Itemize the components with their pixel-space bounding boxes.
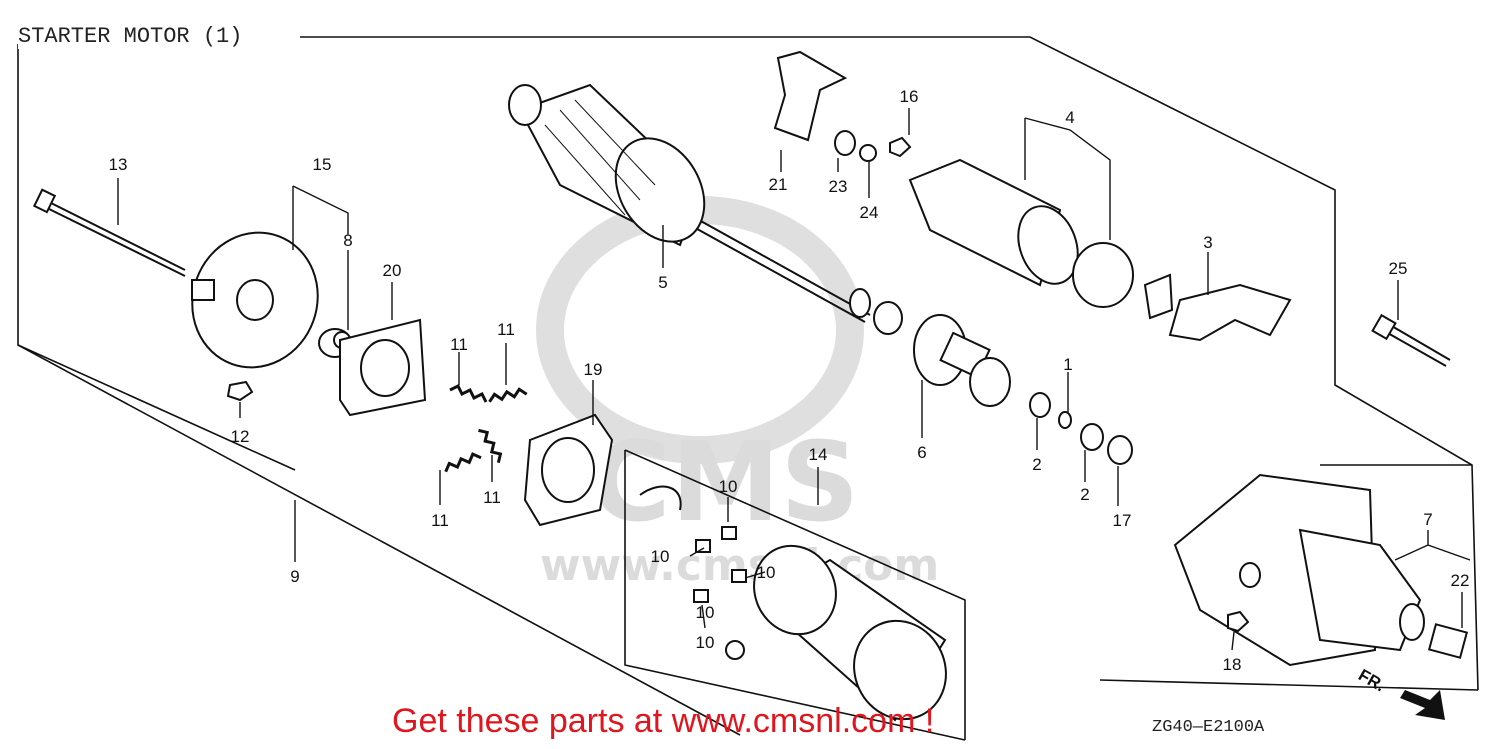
fr-direction-arrow: FR. (1355, 665, 1445, 720)
callout-22: 22 (1451, 571, 1470, 590)
callout-7: 7 (1423, 510, 1432, 529)
callout-2a: 2 (1032, 455, 1041, 474)
part-3-lever (1143, 273, 1292, 342)
promo-link[interactable]: Get these parts at www.cmsnl.com ! (392, 702, 935, 740)
leader-lines (117, 108, 1471, 651)
direction-label: FR. (1355, 665, 1388, 695)
callout-21: 21 (769, 175, 788, 194)
part-12-nut (226, 380, 254, 402)
part-15-rear-cover (191, 231, 319, 369)
page-title: STARTER MOTOR (1) (18, 24, 247, 49)
part-11-springs (444, 383, 528, 473)
part-7-front-housing (1173, 473, 1425, 667)
callout-23: 23 (829, 177, 848, 196)
callout-24: 24 (860, 203, 879, 222)
part-19-brush-holder (523, 413, 614, 527)
callout-8: 8 (343, 231, 352, 250)
callout-1: 1 (1063, 355, 1072, 374)
part-13-bolt (32, 188, 186, 277)
part-6-pinion (873, 301, 1011, 407)
watermark-url: www.cmsnl.com (540, 540, 939, 591)
part-4-solenoid (908, 158, 1134, 308)
parts-23-24-16 (834, 130, 912, 162)
callout-10c: 10 (757, 563, 776, 582)
callout-11b: 11 (497, 320, 515, 339)
callout-3: 3 (1203, 233, 1212, 252)
part-14-yoke (753, 544, 947, 722)
callout-10a: 10 (719, 477, 738, 496)
callout-13: 13 (109, 155, 128, 174)
callout-18: 18 (1223, 655, 1242, 674)
parts-1-2-17 (1029, 392, 1133, 465)
callout-11a: 11 (450, 335, 468, 354)
frame-lines (17, 36, 1479, 741)
diagram-code: ZG40—E2100A (1152, 718, 1265, 737)
callout-4: 4 (1065, 108, 1074, 127)
callout-labels: 1 2 2 3 4 5 6 7 8 9 10 10 10 10 10 11 11… (109, 87, 1470, 674)
callout-14: 14 (809, 445, 828, 464)
callout-9: 9 (290, 567, 299, 586)
callout-10d: 10 (696, 603, 715, 622)
callout-12: 12 (231, 427, 250, 446)
cms-watermark: CMS www.cmsnl.com (536, 196, 939, 591)
part-5-armature (508, 83, 871, 323)
callout-11d: 11 (483, 488, 501, 507)
callout-5: 5 (658, 273, 667, 292)
part-10-clips (639, 485, 747, 660)
part-21-bracket (773, 50, 848, 142)
callout-6: 6 (917, 443, 926, 462)
parts-22-18 (1227, 610, 1469, 659)
part-25-bolt (1371, 313, 1451, 367)
callout-10b: 10 (651, 547, 670, 566)
callout-10e: 10 (696, 633, 715, 652)
callout-19: 19 (584, 360, 603, 379)
callout-25: 25 (1389, 259, 1408, 278)
callout-11c: 11 (431, 511, 449, 530)
callout-2b: 2 (1080, 485, 1089, 504)
callout-15: 15 (313, 155, 332, 174)
callout-17: 17 (1113, 511, 1132, 530)
watermark-brand: CMS (590, 418, 859, 546)
callout-16: 16 (900, 87, 919, 106)
part-20-plate (339, 318, 427, 417)
callout-20: 20 (383, 261, 402, 280)
